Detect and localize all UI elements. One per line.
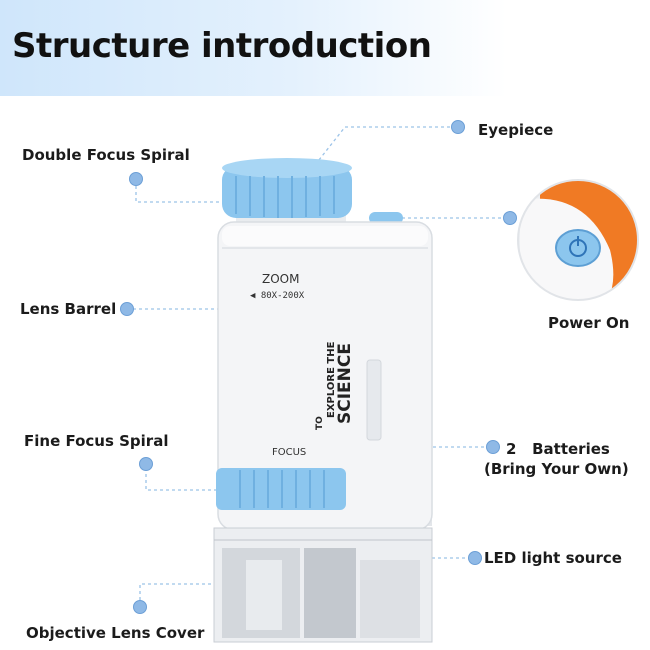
- label-batteries: 2 Batteries: [506, 440, 610, 458]
- dot-fine-focus: [139, 457, 153, 471]
- brand-logo: TO EXPLORE THE SCIENCE: [315, 341, 355, 430]
- dot-objective: [133, 600, 147, 614]
- objective-lens-cover: [213, 527, 433, 643]
- label-objective-lens-cover: Objective Lens Cover: [26, 624, 205, 642]
- leader-fine-focus: [145, 468, 218, 491]
- label-power-on: Power On: [548, 314, 630, 332]
- leader-lines: [133, 126, 508, 606]
- dot-batteries: [486, 440, 500, 454]
- label-eyepiece: Eyepiece: [478, 121, 554, 139]
- label-lens-barrel: Lens Barrel: [20, 300, 117, 318]
- microscope-body: [217, 221, 433, 531]
- power-nub: [369, 212, 403, 224]
- brand-line1: TO: [315, 416, 325, 430]
- label-batteries-note: (Bring Your Own): [484, 460, 629, 478]
- zoom-label: ZOOM: [262, 272, 299, 286]
- leader-eyepiece: [314, 126, 456, 166]
- focus-label: FOCUS: [272, 447, 306, 458]
- power-on-inset: [517, 179, 639, 301]
- fine-focus-knob: [216, 468, 346, 510]
- brand-line3: SCIENCE: [335, 343, 355, 424]
- label-led-light-source: LED light source: [484, 549, 622, 567]
- page-title: Structure introduction: [12, 26, 432, 66]
- dot-eyepiece: [451, 120, 465, 134]
- zoom-range: ◀ 80X-200X: [250, 291, 305, 301]
- eyepiece-knob: [222, 158, 352, 228]
- header-band: [0, 0, 650, 96]
- dot-lens-barrel: [120, 302, 134, 316]
- dot-double-focus: [129, 172, 143, 186]
- leader-double-focus: [135, 186, 225, 203]
- dot-led: [468, 551, 482, 565]
- label-double-focus-spiral: Double Focus Spiral: [22, 146, 190, 164]
- label-fine-focus-spiral: Fine Focus Spiral: [24, 432, 169, 450]
- brand-line2: EXPLORE THE: [326, 341, 337, 418]
- leader-objective: [139, 583, 222, 606]
- dot-power: [503, 211, 517, 225]
